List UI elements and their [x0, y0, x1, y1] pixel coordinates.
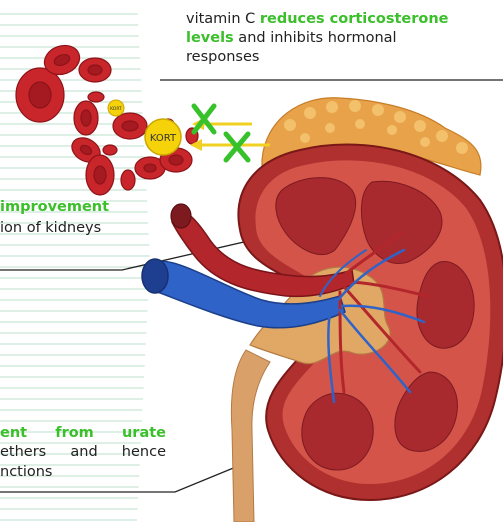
bottom-line2-a: ethers: [0, 444, 46, 460]
top-rest-1: and inhibits hormonal: [234, 30, 397, 46]
top-prefix: vitamin C: [186, 11, 260, 27]
hormone-kort-large: KORT: [145, 119, 181, 155]
bottom-annotation-line3: nctions: [0, 463, 53, 482]
kort-small-label: KORT: [110, 106, 122, 112]
top-highlight-2: levels: [186, 30, 234, 46]
bottom-highlight-b: from: [55, 425, 94, 441]
red-blood-cells: [16, 41, 198, 195]
renal-artery-opening: [171, 204, 191, 228]
bottom-annotation-line1: ent from urate: [0, 424, 166, 443]
ureter: [231, 350, 270, 522]
bottom-line2-c: hence: [122, 444, 166, 460]
bottom-annotation-line2: ethers and hence: [0, 443, 166, 462]
bottom-highlight-a: ent: [0, 425, 27, 441]
kort-large-label: KORT: [150, 133, 177, 144]
top-rest-2: responses: [186, 49, 259, 65]
middle-annotation-text: ion of kidneys: [0, 219, 101, 238]
middle-annotation-highlight: improvement: [0, 198, 109, 217]
hormone-kort-small: KORT: [108, 100, 124, 116]
blocked-arrows: [190, 106, 270, 160]
bottom-line2-b: and: [70, 444, 97, 460]
bottom-highlight-c: urate: [122, 425, 166, 441]
renal-vein-opening: [142, 259, 168, 293]
top-highlight-1: reduces corticosterone: [260, 11, 449, 27]
top-annotation: vitamin C reduces corticosterone levels …: [186, 10, 498, 67]
block-x-icon: [226, 134, 248, 160]
